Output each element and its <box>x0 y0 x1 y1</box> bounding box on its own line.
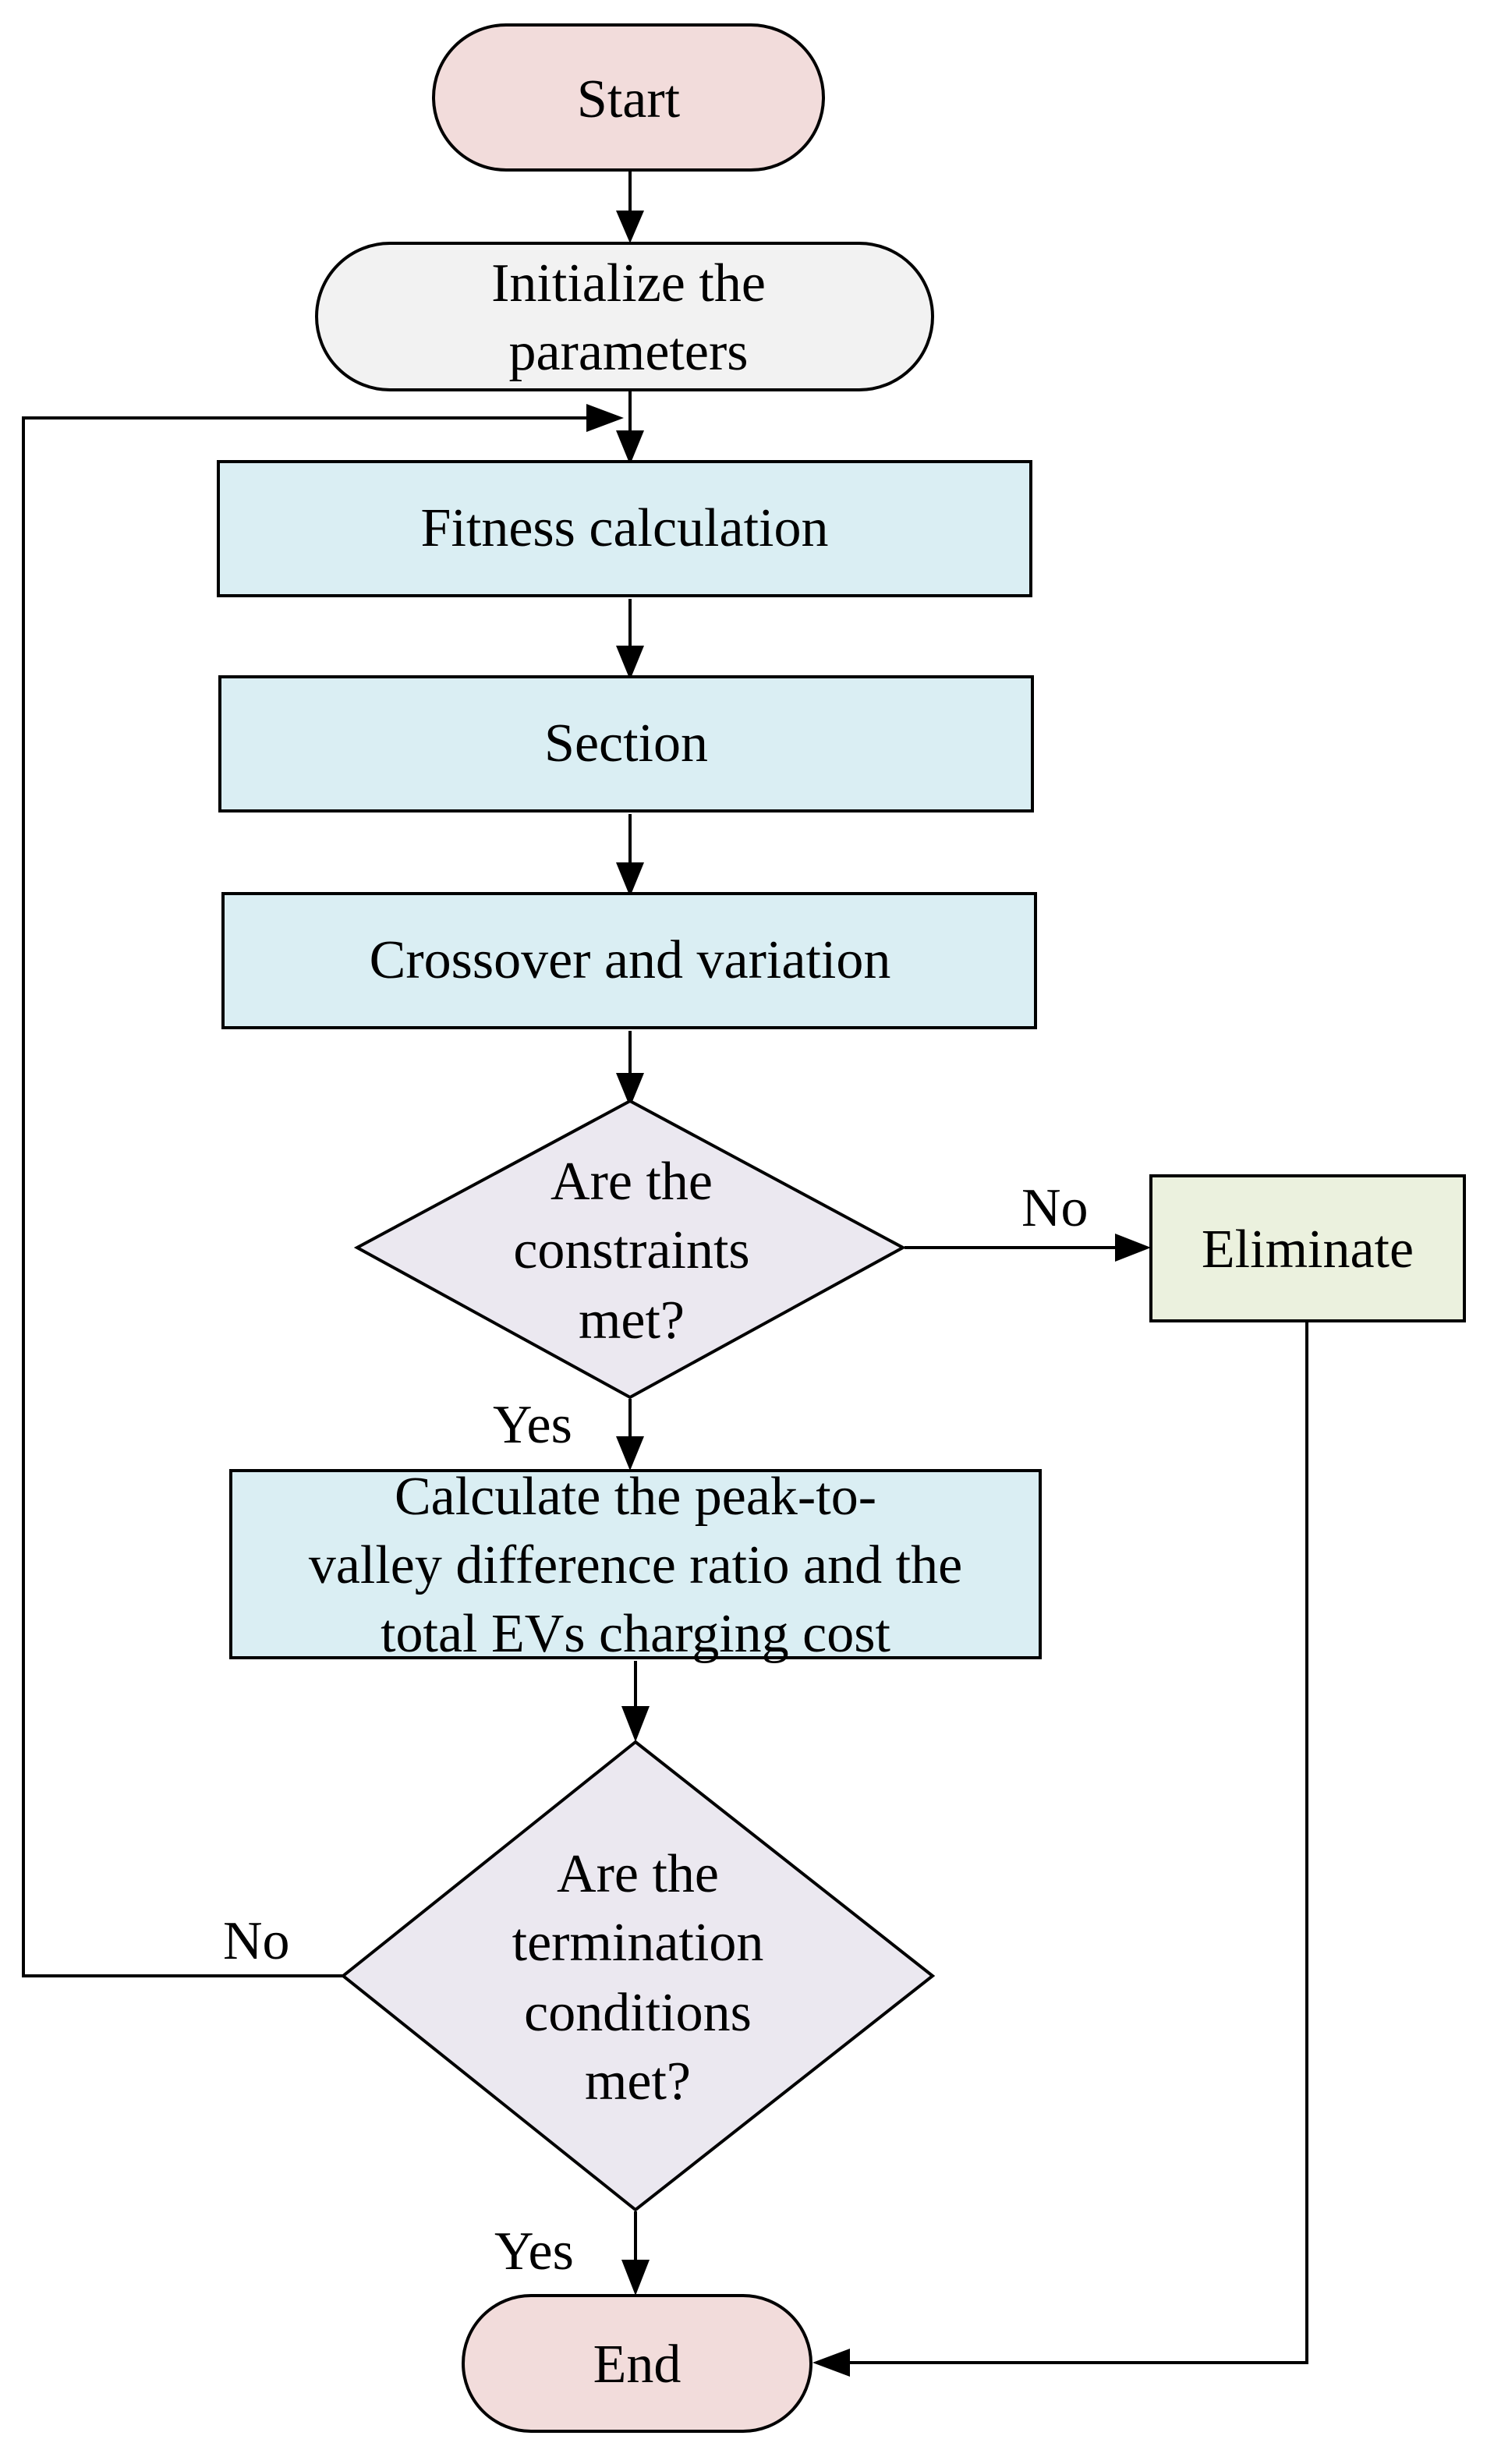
node-fitness-label: Fitness calculation <box>421 498 829 558</box>
edge-label-termination-no: No <box>223 1911 290 1971</box>
edge-label-constraints-no: No <box>1021 1178 1089 1238</box>
node-calculate-label-line3: total EVs charging cost <box>381 1604 890 1664</box>
node-end: End <box>462 2294 812 2433</box>
edge-section-to-crossover <box>616 814 644 897</box>
node-fitness-calculation: Fitness calculation <box>217 460 1032 597</box>
edge-termination-loop-back <box>22 404 624 1977</box>
edge-label-termination-yes: Yes <box>494 2221 574 2282</box>
decision-termination-label-line3: conditions <box>524 1983 752 2043</box>
node-initialize: Initialize the parameters <box>315 242 934 391</box>
node-section: Section <box>218 675 1034 812</box>
edge-init-to-fitness <box>616 390 644 465</box>
node-initialize-label-line2: parameters <box>508 322 748 382</box>
edge-termination-to-end <box>621 2211 650 2296</box>
decision-termination-label-line1: Are the <box>557 1844 719 1904</box>
edge-start-to-init <box>616 170 644 243</box>
edge-constraints-to-eliminate <box>905 1234 1151 1262</box>
node-crossover-label: Crossover and variation <box>370 930 891 990</box>
decision-termination-label-line2: termination <box>512 1913 764 1973</box>
edge-eliminate-to-end <box>812 1321 1308 2377</box>
edge-crossover-to-constraints <box>616 1031 644 1107</box>
decision-termination-label-line4: met? <box>585 2052 691 2112</box>
node-calculate-label-line1: Calculate the peak-to- <box>395 1467 876 1527</box>
edge-label-constraints-yes: Yes <box>493 1395 572 1455</box>
node-eliminate-label: Eliminate <box>1202 1220 1414 1280</box>
node-end-label: End <box>593 2335 682 2395</box>
decision-constraints-label-line1: Are the <box>551 1152 713 1212</box>
decision-termination: Are the termination conditions met? <box>340 1740 936 2212</box>
node-section-label: Section <box>544 713 708 774</box>
edge-constraints-to-calculate <box>616 1399 644 1471</box>
node-calculate-label-line2: valley difference ratio and the <box>309 1535 962 1595</box>
node-start-label: Start <box>577 69 681 129</box>
decision-constraints-label-line2: constraints <box>513 1220 749 1280</box>
node-calculate: Calculate the peak-to- valley difference… <box>229 1467 1042 1664</box>
node-start: Start <box>432 23 825 172</box>
node-initialize-label-line1: Initialize the <box>491 253 766 313</box>
edge-calculate-to-termination <box>621 1661 650 1742</box>
node-crossover: Crossover and variation <box>221 892 1037 1029</box>
decision-constraints: Are the constraints met? <box>353 1099 907 1400</box>
decision-constraints-label-line3: met? <box>579 1290 685 1351</box>
edge-fitness-to-section <box>616 599 644 680</box>
node-eliminate: Eliminate <box>1149 1174 1466 1322</box>
